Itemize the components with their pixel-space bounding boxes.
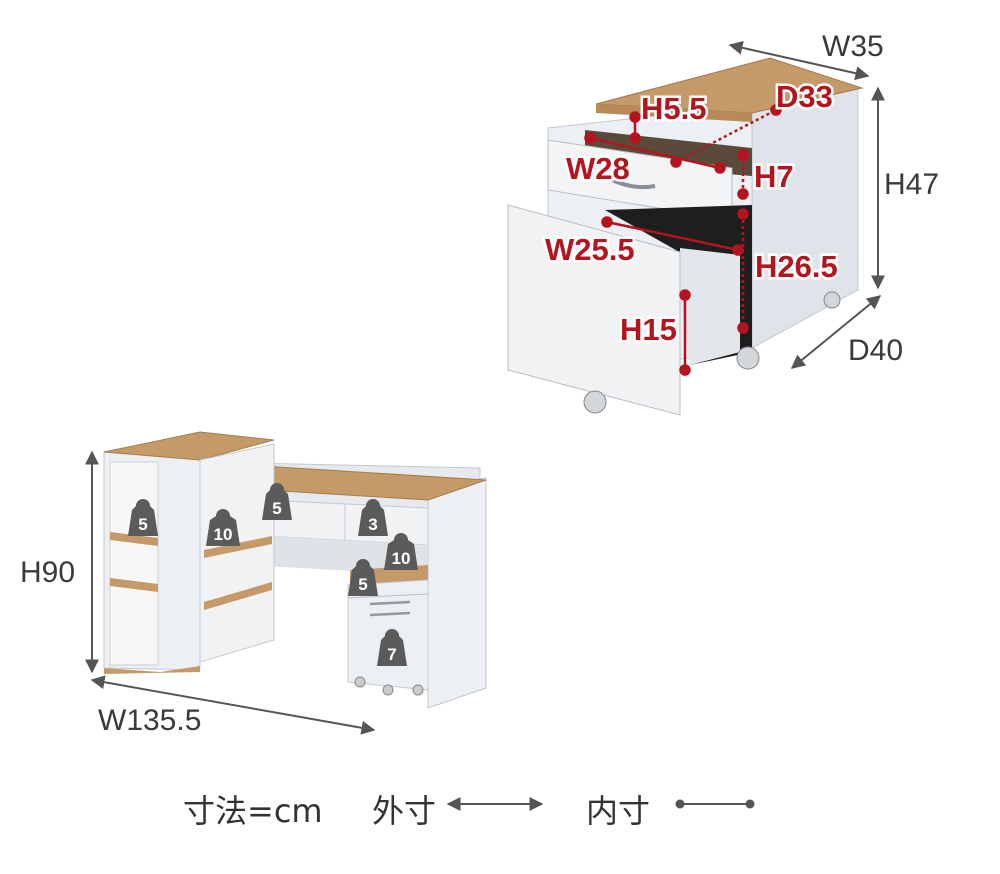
inner-dimension-label: 内寸 bbox=[586, 792, 651, 830]
load-limit-shelf-mid: 10 bbox=[214, 525, 233, 544]
desk-height-label: H90 bbox=[20, 556, 75, 589]
load-weight-badges: 5 10 5 3 10 5 7 bbox=[128, 483, 418, 666]
load-limit-wagon-bottom: 7 bbox=[387, 645, 396, 664]
weight-icon: 7 bbox=[377, 629, 407, 666]
weight-icon: 5 bbox=[128, 499, 158, 536]
legend-lines bbox=[446, 797, 755, 811]
top-depth-label: D33 bbox=[776, 79, 833, 114]
wagon-height-label: H47 bbox=[884, 168, 939, 201]
wagon-depth-label: D40 bbox=[848, 334, 903, 367]
weight-icon: 10 bbox=[384, 533, 418, 570]
top-width-label: W28 bbox=[566, 151, 630, 186]
dimension-legend: 寸法=cm 外寸 内寸 bbox=[0, 778, 1000, 838]
load-limit-drawer-left: 5 bbox=[272, 499, 281, 518]
load-limit-wagon-top: 5 bbox=[358, 575, 367, 594]
load-limit-shelf-left: 5 bbox=[138, 515, 147, 534]
bottom-width-label: W25.5 bbox=[545, 232, 635, 267]
load-limit-small-shelf: 10 bbox=[392, 549, 411, 568]
bottom-depth-height-label: H15 bbox=[620, 312, 677, 347]
desk-outer-dimensions: H90 W135.5 bbox=[20, 450, 376, 737]
wagon-width-label: W35 bbox=[822, 30, 884, 63]
desk-illustration bbox=[103, 431, 487, 709]
load-limit-drawer-right: 3 bbox=[368, 515, 377, 534]
weight-icon: 5 bbox=[262, 483, 292, 520]
bottom-height-label: H26.5 bbox=[755, 249, 838, 284]
top-height-label: H5.5 bbox=[641, 91, 706, 126]
top-drawer-height-label: H7 bbox=[754, 159, 794, 194]
weight-icon: 3 bbox=[358, 499, 388, 536]
wagon-outer-dimensions: W35 H47 D40 bbox=[728, 30, 939, 369]
desk-width-label: W135.5 bbox=[98, 704, 201, 737]
units-label: 寸法=cm bbox=[183, 792, 323, 830]
outer-dimension-label: 外寸 bbox=[372, 792, 437, 830]
weight-icon: 10 bbox=[206, 509, 240, 546]
wagon-inner-dimensions bbox=[584, 104, 782, 376]
wagon-inner-labels: H5.5 D33 W28 H7 W25.5 H26.5 H15 bbox=[543, 77, 841, 350]
weight-icon: 5 bbox=[348, 559, 378, 596]
